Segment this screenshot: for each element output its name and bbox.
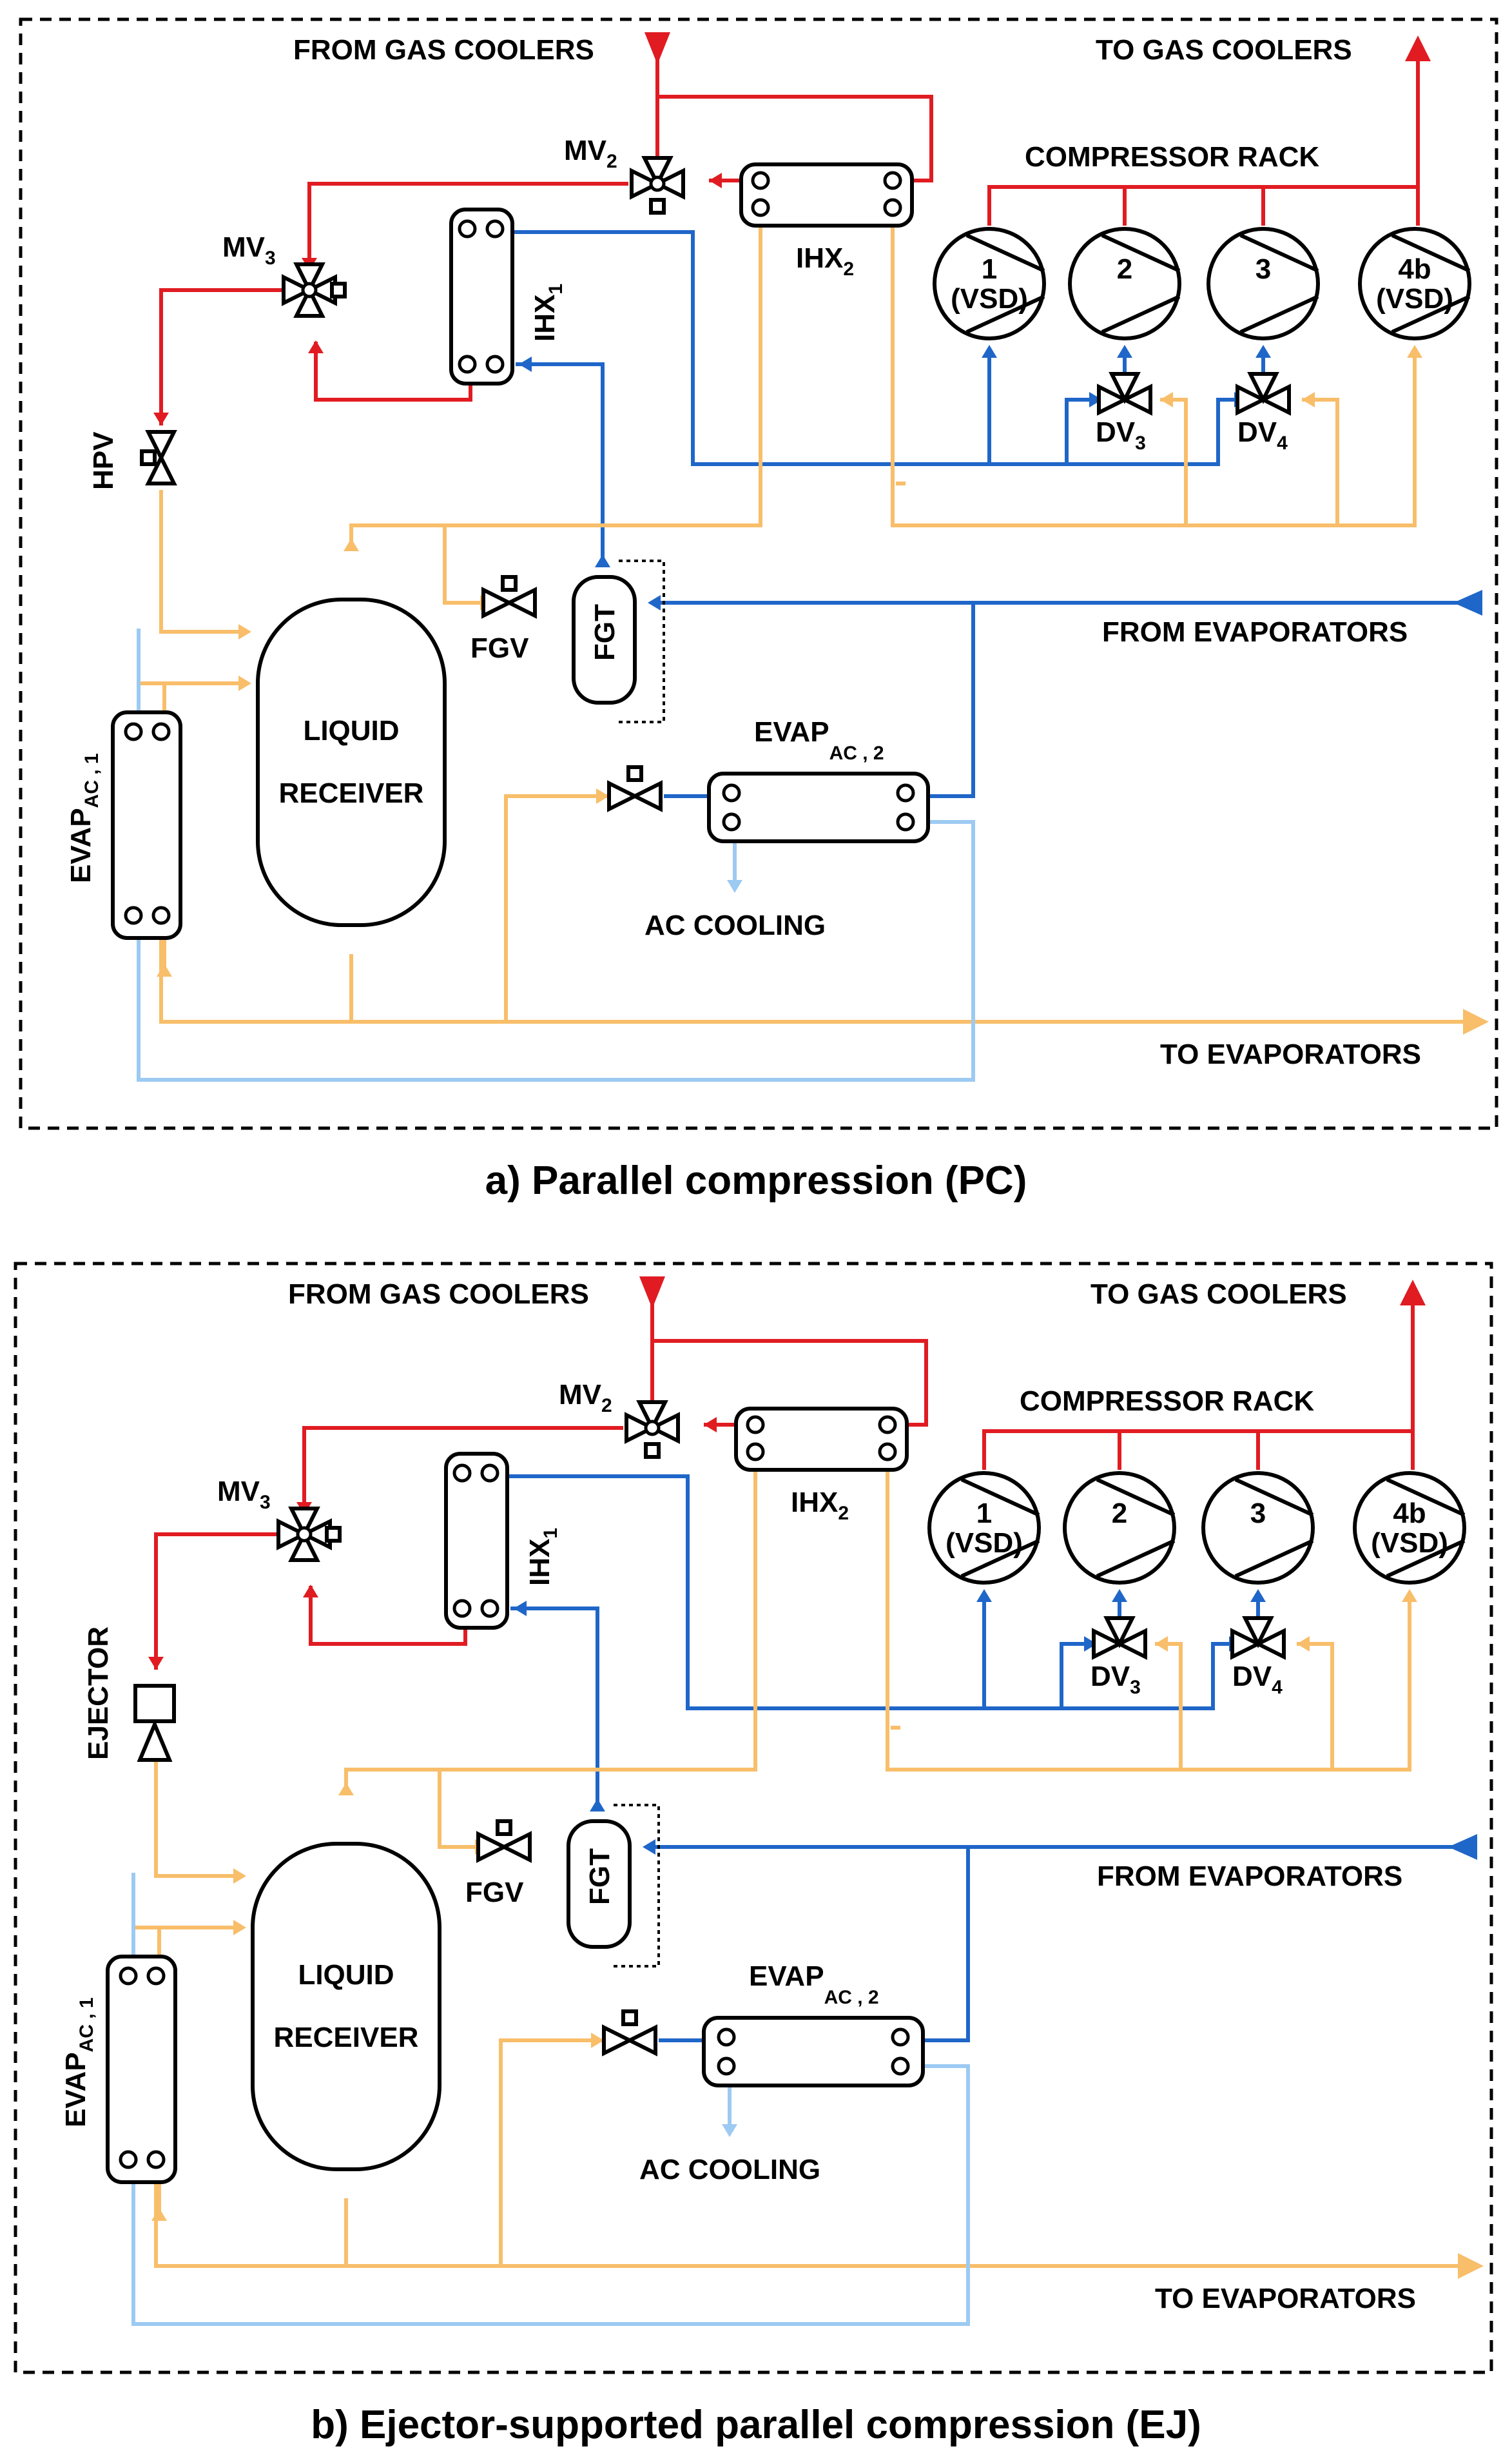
- compressor-3-number: 3: [1255, 253, 1271, 285]
- hpv-valve: [140, 430, 177, 485]
- mv2-label: MV2: [559, 1379, 612, 1416]
- ihx2-label: IHX2: [796, 242, 854, 280]
- compressor-4b-type: (VSD): [1371, 1527, 1448, 1559]
- hpv-label: HPV: [88, 431, 119, 490]
- from-gas-coolers-label: FROM GAS COOLERS: [293, 34, 594, 66]
- compressor-2-number: 2: [1117, 253, 1132, 285]
- compressor-rack-label: COMPRESSOR RACK: [1025, 141, 1319, 173]
- ejector: [133, 1684, 176, 1762]
- mv2-label: MV2: [564, 135, 617, 172]
- compressor-4b-type: (VSD): [1376, 283, 1453, 315]
- evap-ac1-label: EVAPAC , 1: [65, 753, 102, 883]
- ac-cooling-label: AC COOLING: [639, 2154, 820, 2185]
- to-gas-coolers-label: TO GAS COOLERS: [1096, 34, 1352, 66]
- receiver-label-line2: RECEIVER: [274, 2022, 419, 2053]
- panel-a-caption: a) Parallel compression (PC): [485, 1158, 1027, 1203]
- compressor-4b-number: 4b: [1393, 1498, 1426, 1529]
- compressor-1-type: (VSD): [951, 283, 1028, 315]
- fgv-label: FGV: [465, 1877, 524, 1908]
- receiver-label-line2: RECEIVER: [279, 777, 424, 809]
- mv3-label: MV3: [217, 1476, 271, 1513]
- compressor-rack-label: COMPRESSOR RACK: [1020, 1385, 1314, 1417]
- evap-ac1-label: EVAPAC , 1: [60, 1997, 97, 2127]
- ihx1-label: IHX1: [529, 284, 567, 342]
- ihx2-label: IHX2: [791, 1487, 849, 1524]
- compressor-1-number: 1: [976, 1498, 992, 1529]
- ejector-label: EJECTOR: [82, 1626, 114, 1760]
- to-gas-coolers-label: TO GAS COOLERS: [1090, 1278, 1347, 1310]
- dv4-label: DV4: [1237, 416, 1288, 454]
- ihx1-label: IHX1: [524, 1528, 561, 1586]
- to-evaporators-label: TO EVAPORATORS: [1160, 1039, 1421, 1070]
- compressor-3-number: 3: [1250, 1498, 1266, 1529]
- fgv-label: FGV: [470, 632, 529, 664]
- mv3-label: MV3: [222, 231, 276, 269]
- panel-b-caption: b) Ejector-supported parallel compressio…: [311, 2403, 1201, 2447]
- dv4-label: DV4: [1232, 1661, 1283, 1698]
- panel-b: FROM GAS COOLERS TO GAS COOLERS COMPRESS…: [15, 1264, 1491, 2447]
- from-evaporators-label: FROM EVAPORATORS: [1102, 616, 1408, 648]
- fgt-label: FGT: [584, 1848, 615, 1905]
- panel-a: FROM GAS COOLERS TO GAS COOLERS COMPRESS…: [21, 19, 1497, 1203]
- ac-cooling-label: AC COOLING: [645, 910, 826, 941]
- evap-ac2-label: EVAPAC , 2: [749, 1960, 879, 2008]
- compressor-2-number: 2: [1112, 1498, 1127, 1529]
- evap-ac2-label: EVAPAC , 2: [754, 716, 884, 764]
- fgt-label: FGT: [589, 604, 621, 661]
- compressor-4b-number: 4b: [1398, 253, 1431, 285]
- receiver-label-line1: LIQUID: [298, 1959, 394, 1991]
- from-gas-coolers-label: FROM GAS COOLERS: [288, 1278, 589, 1310]
- dv3-label: DV3: [1096, 416, 1146, 454]
- from-evaporators-label: FROM EVAPORATORS: [1097, 1860, 1402, 1892]
- dv3-label: DV3: [1090, 1661, 1141, 1698]
- receiver-label-line1: LIQUID: [303, 715, 399, 747]
- compressor-1-type: (VSD): [945, 1527, 1023, 1559]
- compressor-1-number: 1: [982, 253, 997, 285]
- to-evaporators-label: TO EVAPORATORS: [1155, 2283, 1416, 2314]
